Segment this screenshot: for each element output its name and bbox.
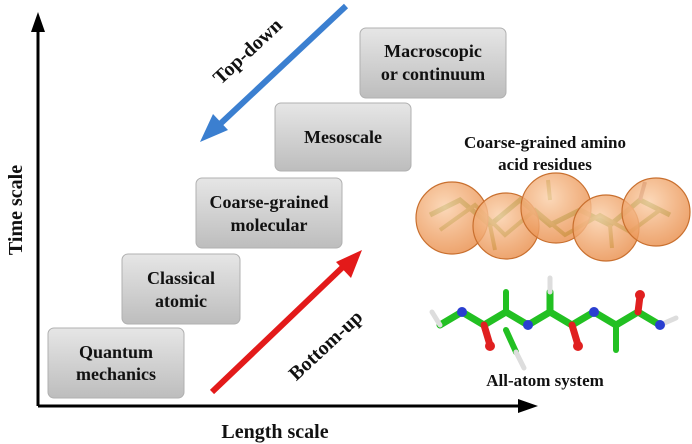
oxygen-atom <box>573 341 583 351</box>
level-coarse-grained: Coarse-grained molecular <box>195 177 343 249</box>
nitrogen-atom <box>523 320 533 330</box>
level-label: Mesoscale <box>304 127 382 147</box>
level-label-line1: Coarse-grained <box>210 192 329 212</box>
level-box <box>274 102 412 172</box>
cg-bead <box>621 177 691 247</box>
level-label-line2: or continuum <box>381 64 485 84</box>
level-label-line2: mechanics <box>76 364 156 384</box>
bottom-up-label: Bottom-up <box>285 306 367 385</box>
nitrogen-atom <box>457 307 467 317</box>
scale-levels: Quantum mechanics Classical atomic Coars… <box>47 27 507 399</box>
top-down-arrow-shaft <box>215 3 349 129</box>
top-down-label: Top-down <box>209 14 287 89</box>
bottom-up-arrow-shaft <box>209 261 349 395</box>
level-classical: Classical atomic <box>121 253 241 325</box>
level-label-line2: molecular <box>231 215 308 235</box>
aa-atoms <box>457 290 665 351</box>
all-atom-model: All-atom system <box>429 275 679 390</box>
level-label-line2: atomic <box>155 291 207 311</box>
all-atom-label: All-atom system <box>486 371 604 390</box>
level-quantum: Quantum mechanics <box>47 327 185 399</box>
nitrogen-atom <box>655 320 665 330</box>
x-axis-arrowhead <box>518 399 538 413</box>
coarse-grained-title-line2: acid residues <box>498 155 592 174</box>
level-box <box>121 253 241 325</box>
bottom-up-arrowhead <box>336 250 362 278</box>
top-down-arrowhead <box>200 114 228 142</box>
oxygen-atom <box>635 290 645 300</box>
cg-beads <box>415 172 691 262</box>
level-label-line1: Quantum <box>79 342 153 362</box>
coarse-grained-model: Coarse-grained amino acid residues <box>415 133 691 262</box>
oxygen-atom <box>485 341 495 351</box>
level-box <box>195 177 343 249</box>
level-box <box>47 327 185 399</box>
level-label-line1: Classical <box>147 268 215 288</box>
level-mesoscale: Mesoscale <box>274 102 412 172</box>
y-axis-arrowhead <box>31 12 45 32</box>
nitrogen-atom <box>589 307 599 317</box>
coarse-grained-title-line1: Coarse-grained amino <box>464 133 626 152</box>
level-box <box>359 27 507 99</box>
axes: Length scale Time scale <box>5 12 538 443</box>
level-macroscopic: Macroscopic or continuum <box>359 27 507 99</box>
level-label-line1: Macroscopic <box>384 41 482 61</box>
y-axis-label: Time scale <box>5 165 27 255</box>
x-axis-label: Length scale <box>221 421 328 443</box>
